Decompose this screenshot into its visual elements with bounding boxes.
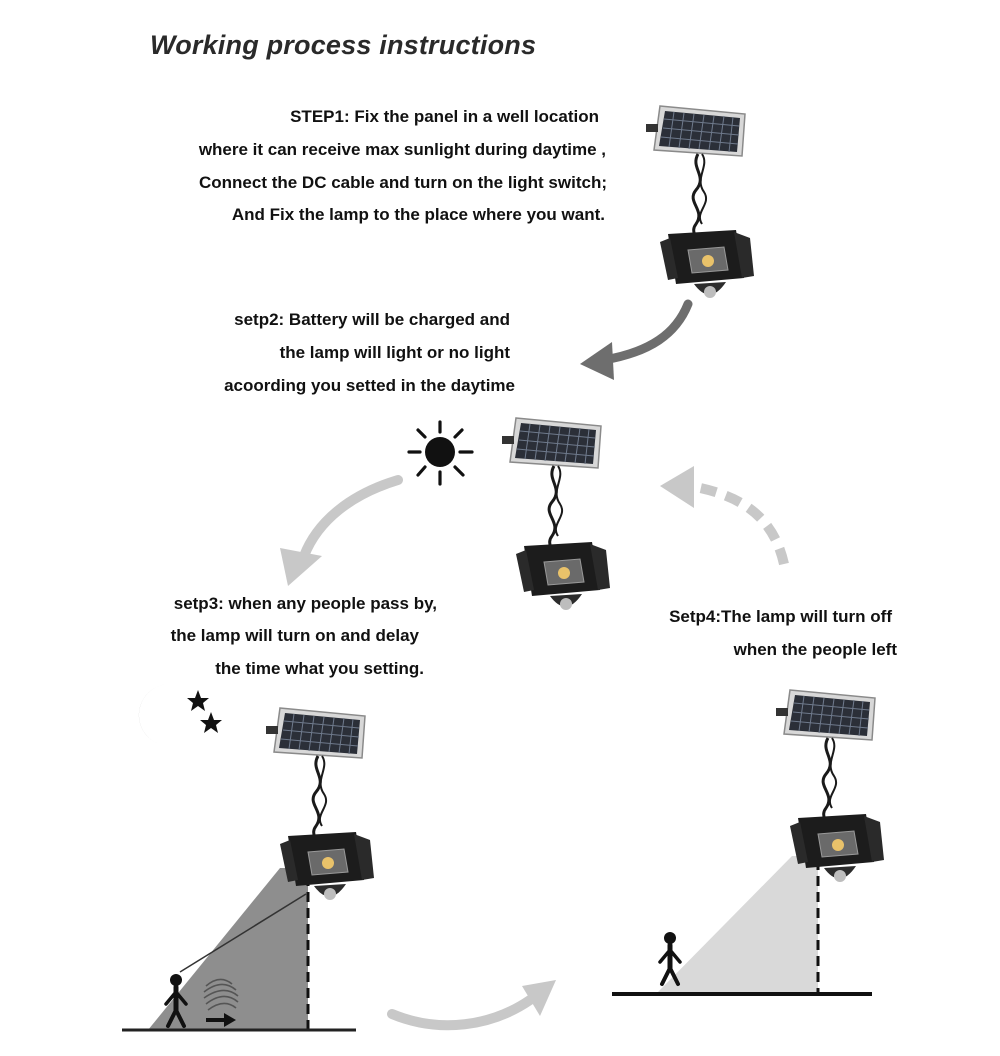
- light-beam: [148, 868, 308, 1030]
- arrow-icon: [580, 299, 693, 380]
- solar-lamp-icon: [644, 104, 756, 300]
- arrow-icon: [660, 466, 789, 566]
- solar-lamp-icon: [500, 416, 612, 612]
- step2-line: setp2: Battery will be charged and: [234, 310, 510, 329]
- step1-line: And Fix the lamp to the place where you …: [231, 205, 605, 224]
- motion-waves-icon: [203, 978, 239, 1011]
- step1-line: where it can receive max sunlight during…: [198, 140, 606, 159]
- step3-line: the lamp will turn on and delay: [170, 626, 419, 645]
- arrow-icon: [387, 980, 556, 1031]
- step1-line: Connect the DC cable and turn on the lig…: [198, 173, 607, 192]
- star-icon: [187, 690, 209, 711]
- light-beam: [656, 856, 818, 994]
- step3-line: setp3: when any people pass by,: [173, 594, 437, 613]
- page-title: Working process instructions: [150, 30, 537, 60]
- step2-line: acoording you setted in the daytime: [224, 376, 515, 395]
- step2-line: the lamp will light or no light: [279, 343, 510, 362]
- star-icon: [200, 712, 222, 733]
- sun-icon: [407, 420, 474, 486]
- step3-scene: [122, 868, 356, 1032]
- arrow-icon: [280, 475, 403, 586]
- step4-line: when the people left: [733, 640, 897, 659]
- step1-line: STEP1: Fix the panel in a well location: [290, 107, 599, 126]
- solar-lamp-icon: [774, 688, 886, 884]
- step3-line: the time what you setting.: [215, 659, 424, 678]
- step4-line: Setp4:The lamp will turn off: [669, 607, 892, 626]
- detection-line: [179, 893, 307, 973]
- moon-icon: [138, 684, 172, 747]
- step4-scene: [612, 856, 872, 996]
- arrow-icon: [206, 1013, 236, 1027]
